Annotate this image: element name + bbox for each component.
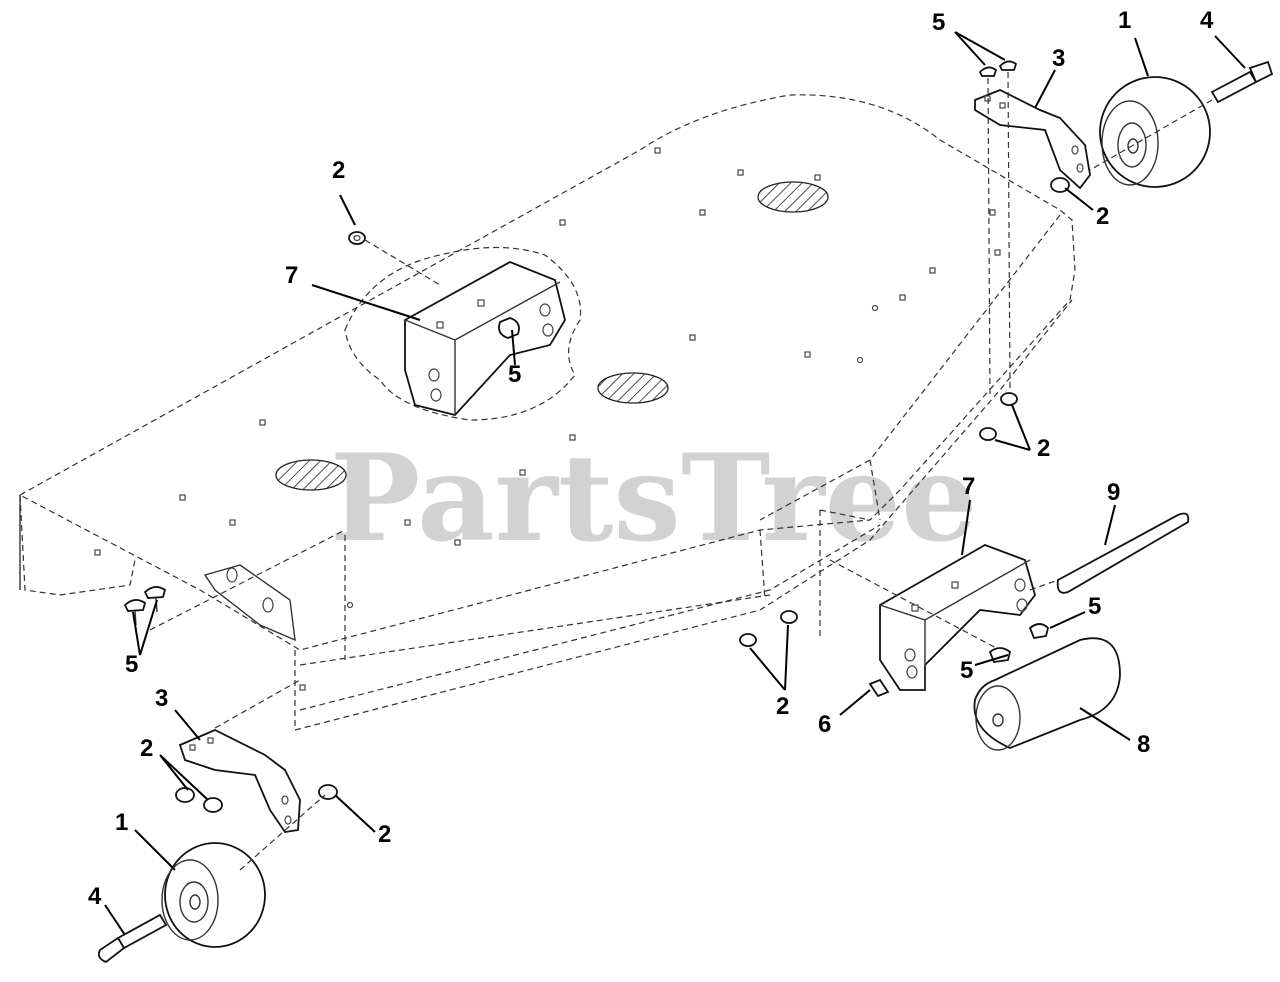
callout-9: 9 <box>1107 479 1120 506</box>
flange-nuts-front-center <box>739 610 798 647</box>
callout-6: 6 <box>818 711 831 738</box>
flange-nut-upper-left <box>348 231 441 286</box>
callout-3-right: 3 <box>1052 45 1065 72</box>
callout-7-lower: 7 <box>962 473 975 500</box>
callout-labels: 2 7 5 5 3 1 4 2 2 7 9 5 5 6 8 2 5 3 2 2 … <box>88 7 1214 910</box>
deck-holes <box>94 147 1001 691</box>
shoulder-bolt-4-right <box>1089 60 1274 171</box>
callout-4-right: 4 <box>1200 7 1214 34</box>
bracket-7-upper <box>404 261 566 417</box>
flange-nuts-right-side <box>979 392 1018 441</box>
carriage-bolts-upper-right <box>978 60 1018 396</box>
spindle-opening-3 <box>275 459 347 491</box>
callout-5-lower-left: 5 <box>125 651 138 678</box>
bracket-3-right <box>974 89 1091 190</box>
flange-nuts-left <box>175 784 338 813</box>
roller-8 <box>973 637 1121 751</box>
callout-1-left: 1 <box>115 809 128 836</box>
roller-shaft-9 <box>1029 512 1190 594</box>
wheel-1-left <box>161 794 326 948</box>
bracket-7-lower <box>829 544 1036 691</box>
wheel-1-right <box>1099 76 1211 188</box>
callout-5-front-right-a: 5 <box>1088 593 1101 620</box>
callout-2-right-bracket: 2 <box>1096 203 1109 230</box>
spindle-opening-2 <box>597 372 669 404</box>
callout-7-upper: 7 <box>285 262 298 289</box>
callout-8: 8 <box>1137 731 1150 758</box>
callout-1-right: 1 <box>1118 7 1131 34</box>
carriage-bolts-lower-left <box>123 586 167 626</box>
callout-3-left: 3 <box>155 685 168 712</box>
callout-5-front-right-b: 5 <box>960 657 973 684</box>
callout-2-left-bracket: 2 <box>378 821 391 848</box>
callout-2-front-center: 2 <box>776 693 789 720</box>
leader-lines <box>104 31 1246 936</box>
hairpin-6 <box>868 678 890 698</box>
carriage-bolts-front-right <box>988 623 1049 663</box>
callout-5-upper-right: 5 <box>932 9 945 36</box>
flange-nut-right-bracket <box>1050 177 1070 193</box>
callout-2-left: 2 <box>140 735 153 762</box>
shoulder-bolt-4-left <box>97 913 168 964</box>
callout-5-upper-bracket: 5 <box>508 361 521 388</box>
mower-deck <box>18 94 1076 731</box>
callout-4-left: 4 <box>88 883 102 910</box>
callout-2-upper-left: 2 <box>332 157 345 184</box>
watermark-text: PartsTree <box>330 428 977 569</box>
deck-hardware-lower-left <box>203 564 296 642</box>
callout-2-right-side: 2 <box>1037 435 1050 462</box>
spindle-opening-1 <box>757 181 829 213</box>
bracket-3-left <box>178 679 301 833</box>
